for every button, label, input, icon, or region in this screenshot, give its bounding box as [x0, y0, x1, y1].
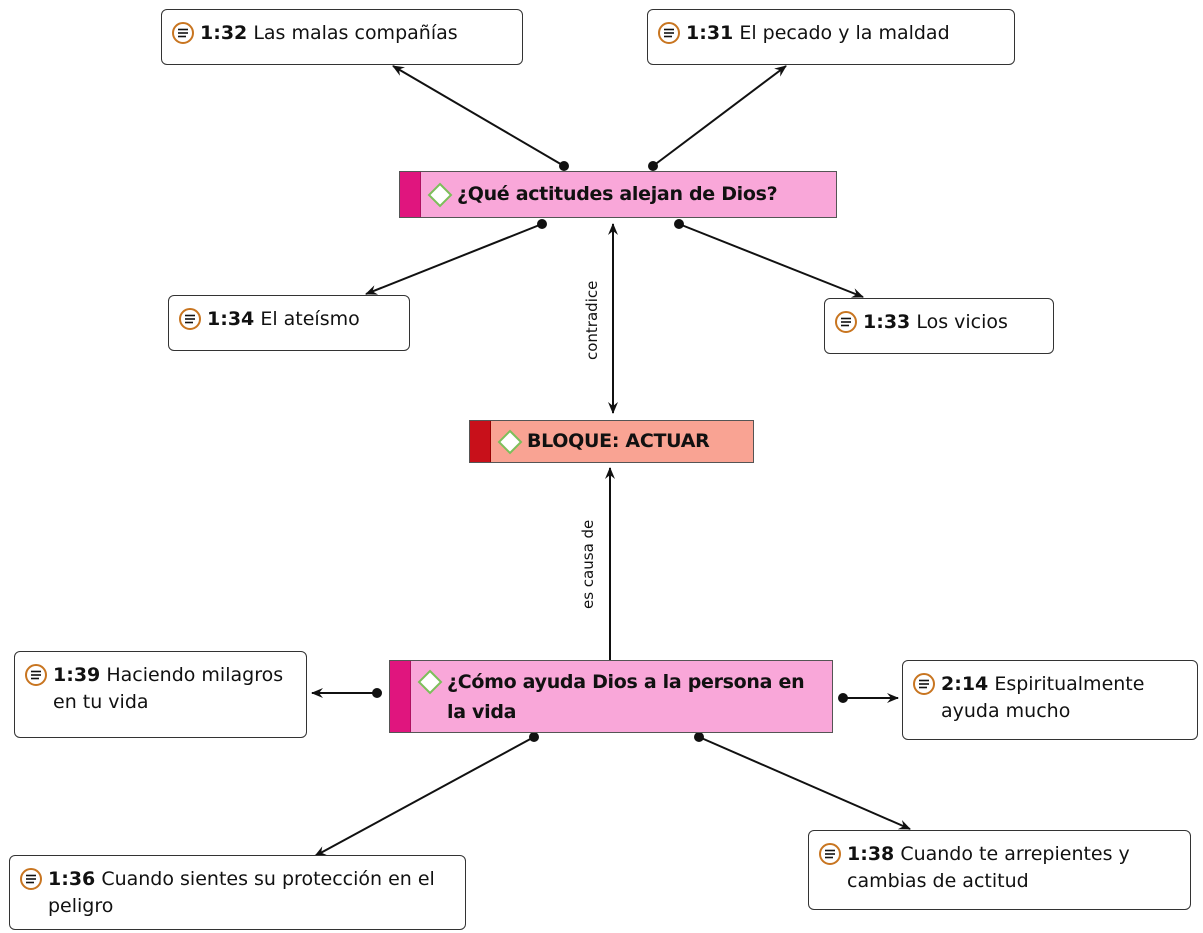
code-diamond-icon: [427, 182, 453, 207]
link-ayuda-q136: [314, 736, 535, 857]
code-label: ¿Qué actitudes alejan de Dios?: [457, 183, 778, 205]
quotation-node-1-32[interactable]: 1:32 Las malas compañías: [161, 9, 523, 65]
quotation-text: 1:32 Las malas compañías: [200, 20, 458, 47]
quotation-text: 1:36 Cuando sientes su protección en el …: [48, 866, 453, 920]
quotation-text: 1:38 Cuando te arrepientes y cambias de …: [847, 841, 1178, 895]
relation-label-contradice: contradice: [583, 280, 601, 360]
code-diamond-icon: [497, 429, 523, 454]
quotation-text: 1:39 Haciendo milagros en tu vida: [53, 662, 294, 716]
quotation-text: 1:34 El ateísmo: [207, 306, 360, 333]
code-label: BLOQUE: ACTUAR: [527, 430, 710, 452]
link-origin-dot: [674, 219, 684, 229]
quotation-content: Las malas compañías: [253, 22, 458, 44]
link-actitudes-q133: [678, 223, 864, 298]
quotation-node-1-31[interactable]: 1:31 El pecado y la maldad: [647, 9, 1015, 65]
link-origin-dot: [372, 688, 382, 698]
link-origin-dot: [559, 161, 569, 171]
quotation-id: 1:33: [863, 311, 911, 333]
code-color-bar: [390, 661, 411, 732]
quotation-node-2-14[interactable]: 2:14 Espiritualmente ayuda mucho: [902, 660, 1198, 740]
quotation-text: 1:31 El pecado y la maldad: [686, 20, 950, 47]
code-node-bloque-actuar[interactable]: BLOQUE: ACTUAR: [469, 420, 754, 463]
link-origin-dot: [537, 219, 547, 229]
link-origin-dot: [529, 732, 539, 742]
relation-label-es-causa-de: es causa de: [579, 519, 597, 609]
quotation-id: 1:31: [686, 22, 734, 44]
quotation-node-1-39[interactable]: 1:39 Haciendo milagros en tu vida: [14, 651, 307, 738]
quotation-content: Cuando te arrepientes y cambias de actit…: [847, 843, 1130, 892]
quotation-content: El pecado y la maldad: [739, 22, 950, 44]
quotation-id: 2:14: [941, 673, 989, 695]
link-origin-dot: [838, 693, 848, 703]
code-label: ¿Cómo ayuda Dios a la persona en la vida: [447, 671, 805, 723]
link-ayuda-q138: [698, 736, 911, 830]
quotation-content: El ateísmo: [260, 308, 360, 330]
quotation-content: Haciendo milagros en tu vida: [53, 664, 284, 713]
quotation-icon: [913, 673, 935, 695]
quotation-node-1-38[interactable]: 1:38 Cuando te arrepientes y cambias de …: [808, 830, 1191, 910]
quotation-id: 1:34: [207, 308, 255, 330]
link-origin-dot: [694, 732, 704, 742]
link-actitudes-q132: [392, 65, 565, 167]
quotation-id: 1:32: [200, 22, 248, 44]
code-color-bar: [470, 421, 491, 462]
quotation-icon: [179, 308, 201, 330]
quotation-node-1-34[interactable]: 1:34 El ateísmo: [168, 295, 410, 351]
link-actitudes-q134: [365, 223, 543, 295]
link-origin-dot: [648, 161, 658, 171]
code-node-como-ayuda[interactable]: ¿Cómo ayuda Dios a la persona en la vida: [389, 660, 833, 733]
quotation-content: Cuando sientes su protección en el pelig…: [48, 868, 435, 917]
quotation-node-1-36[interactable]: 1:36 Cuando sientes su protección en el …: [9, 855, 466, 930]
code-diamond-icon: [417, 669, 443, 695]
quotation-icon: [172, 22, 194, 44]
quotation-text: 2:14 Espiritualmente ayuda mucho: [941, 671, 1185, 725]
quotation-icon: [658, 22, 680, 44]
quotation-icon: [25, 664, 47, 686]
quotation-id: 1:38: [847, 843, 895, 865]
quotation-icon: [20, 868, 42, 890]
code-node-que-actitudes[interactable]: ¿Qué actitudes alejan de Dios?: [399, 171, 837, 218]
quotation-id: 1:36: [48, 868, 96, 890]
link-actitudes-q131: [652, 65, 787, 167]
quotation-node-1-33[interactable]: 1:33 Los vicios: [824, 298, 1054, 354]
quotation-content: Espiritualmente ayuda mucho: [941, 673, 1145, 722]
quotation-id: 1:39: [53, 664, 101, 686]
quotation-icon: [819, 843, 841, 865]
quotation-icon: [835, 311, 857, 333]
quotation-content: Los vicios: [916, 311, 1008, 333]
quotation-text: 1:33 Los vicios: [863, 309, 1008, 336]
code-color-bar: [400, 172, 421, 217]
